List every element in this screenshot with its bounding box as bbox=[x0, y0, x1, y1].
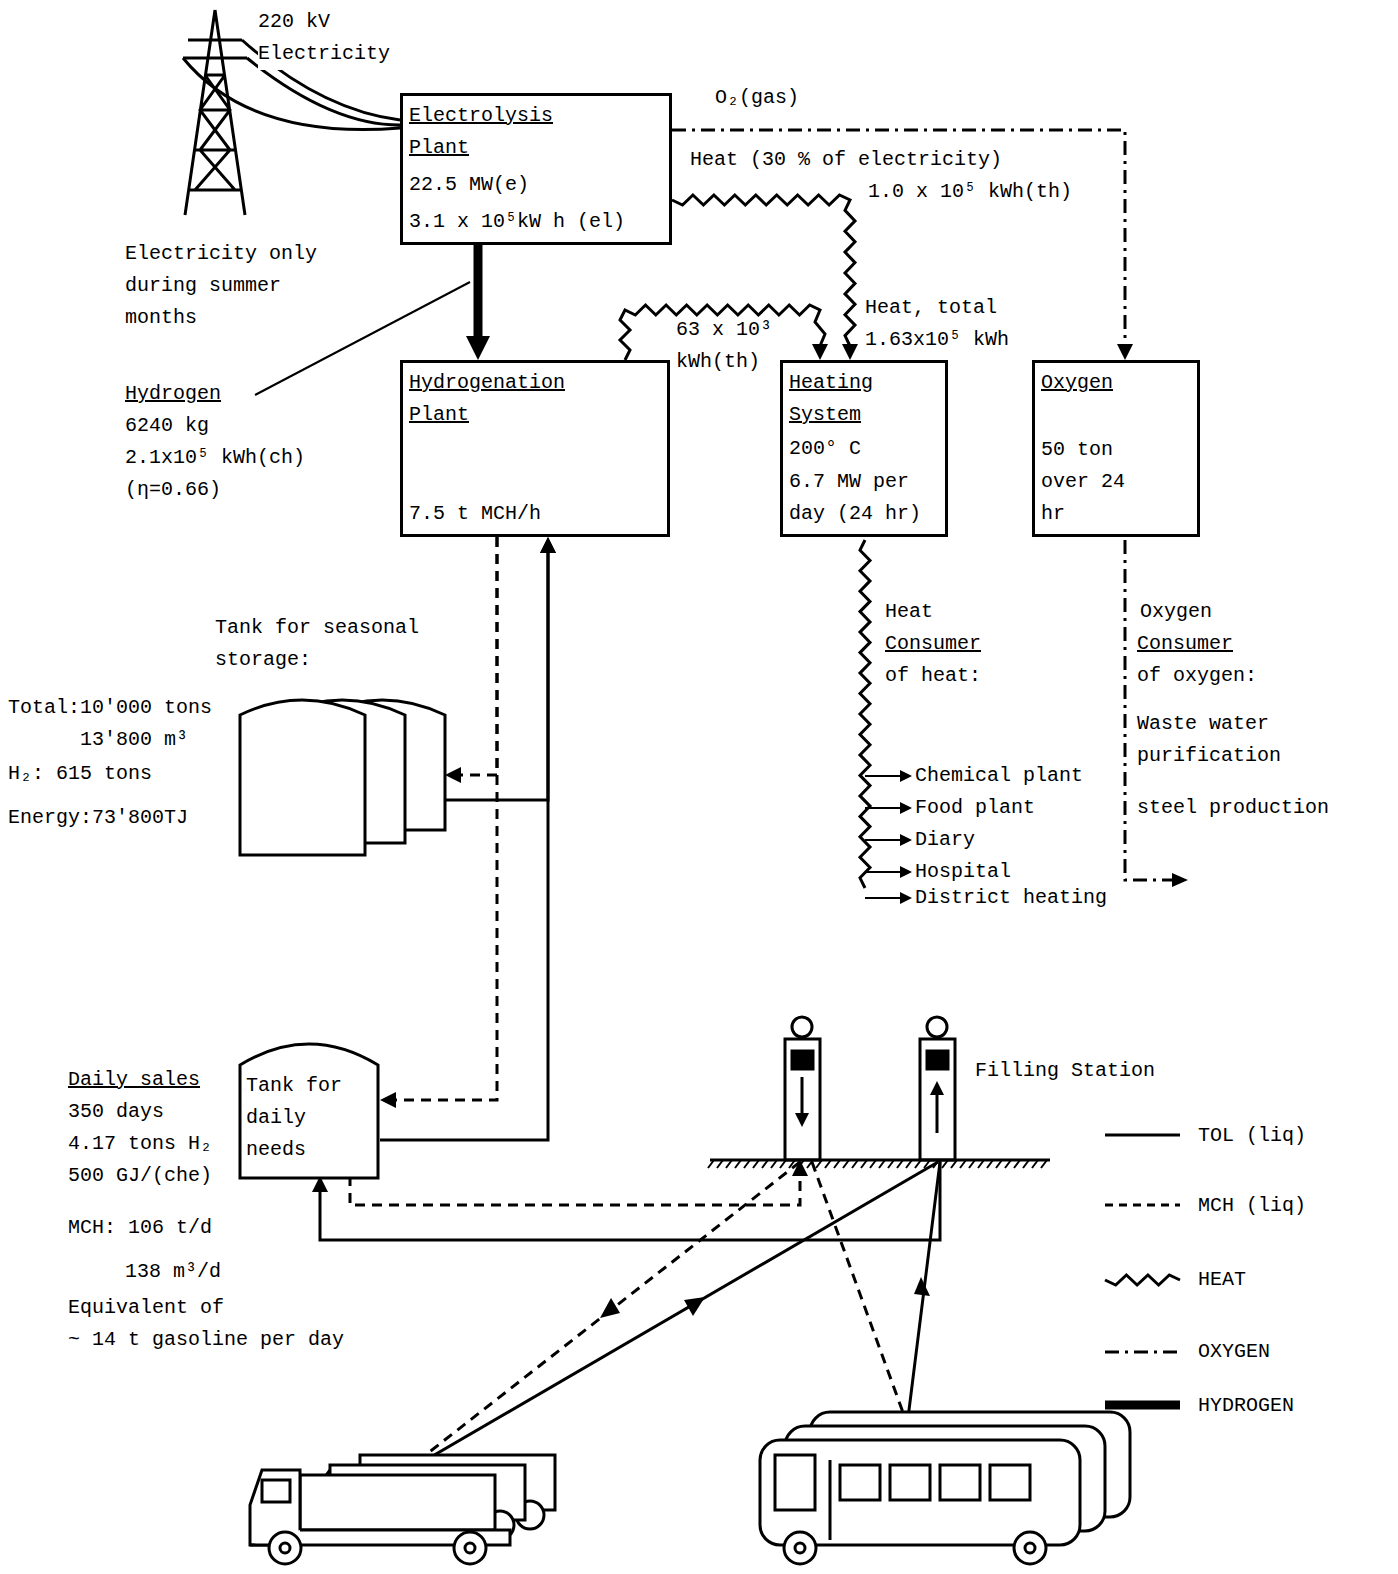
note-label: steel production bbox=[1137, 792, 1329, 824]
connector bbox=[350, 1160, 808, 1205]
node-outline bbox=[240, 690, 445, 855]
note-label: Energy:73'800TJ bbox=[8, 802, 188, 834]
trucks bbox=[250, 1455, 555, 1564]
legend-text: MCH (liq) bbox=[1198, 1190, 1306, 1222]
arrowhead bbox=[380, 1092, 396, 1108]
note-label: Chemical plant bbox=[915, 760, 1083, 792]
connector-line bbox=[320, 1160, 940, 1240]
buses bbox=[760, 1412, 1130, 1564]
node-heading: Oxygen bbox=[1041, 367, 1191, 399]
arrowhead bbox=[445, 767, 461, 783]
note-label: Diary bbox=[915, 824, 975, 856]
note-label: Heat, total 1.63x10⁵ kWh bbox=[865, 292, 1050, 356]
connector bbox=[312, 1160, 940, 1240]
note-label: Hydrogen bbox=[125, 378, 221, 410]
connector bbox=[445, 537, 556, 800]
node-heading: Heating System bbox=[789, 367, 939, 431]
connector-line bbox=[380, 551, 548, 1140]
note-label: of heat: bbox=[885, 660, 981, 692]
arrowhead bbox=[1172, 873, 1188, 887]
arrowhead bbox=[900, 892, 912, 904]
branch-line bbox=[865, 871, 900, 873]
connector-line bbox=[459, 537, 497, 775]
legend-text: HEAT bbox=[1198, 1264, 1246, 1296]
note-label: Equivalent of bbox=[68, 1292, 224, 1324]
note-label: 2.1x10⁵ kWh(ch) bbox=[125, 442, 305, 474]
heat-line bbox=[860, 540, 912, 904]
heat-line bbox=[860, 540, 870, 888]
note-label: of oxygen: bbox=[1137, 660, 1257, 692]
node-heading: Tank for seasonal storage: bbox=[215, 612, 475, 676]
edge-label: Heat (30 % of electricity) bbox=[690, 144, 1002, 176]
note-label: Food plant bbox=[915, 792, 1035, 824]
note-label: Waste water purification bbox=[1137, 708, 1337, 772]
note-label: 1.0 x 10⁵ kWh(th) bbox=[868, 176, 1072, 208]
legend-samples bbox=[1105, 1135, 1180, 1405]
note-label: 6240 kg bbox=[125, 410, 209, 442]
note-label: Total:10'000 tons bbox=[8, 692, 212, 724]
tank-shape: Tank for seasonal storage: bbox=[240, 690, 445, 855]
arrowhead bbox=[900, 866, 912, 878]
note-label: 4.17 tons H₂ bbox=[68, 1128, 212, 1160]
arrowhead bbox=[842, 344, 858, 360]
connector bbox=[445, 537, 497, 783]
process-box: Electrolysis Plant 22.5 MW(e) 3.1 x 10⁵kW … bbox=[400, 93, 672, 245]
arrowhead bbox=[900, 770, 912, 782]
branch-line bbox=[865, 839, 900, 841]
arrowhead bbox=[900, 834, 912, 846]
connector bbox=[466, 245, 490, 360]
node-heading: Filling Station bbox=[975, 1055, 1215, 1087]
note-label: O₂(gas) bbox=[715, 82, 799, 114]
arrowhead bbox=[466, 336, 490, 360]
node-heading: Tank for daily needs bbox=[246, 1070, 361, 1166]
node-heading: Hydrogenation Plant bbox=[409, 367, 619, 431]
process-box: Heating System200° C6.7 MW per day (24 h… bbox=[780, 360, 948, 537]
process-box: Hydrogenation Plant 7.5 t MCH/h bbox=[400, 360, 670, 537]
note-label: ~ 14 t gasoline per day bbox=[68, 1324, 344, 1356]
note-label: MCH: 106 t/d bbox=[68, 1212, 212, 1244]
note-label: H₂: 615 tons bbox=[8, 758, 152, 790]
node-text: 50 ton over 24 hr bbox=[1041, 434, 1131, 530]
node-text: 7.5 t MCH/h bbox=[409, 498, 661, 530]
edge-label: 63 x 10³ kWh(th) bbox=[676, 314, 776, 378]
legend-text: HYDROGEN bbox=[1198, 1390, 1294, 1422]
note-label: Oxygen bbox=[1140, 596, 1212, 628]
connector-line bbox=[350, 1174, 800, 1205]
note-label: 13'800 m³ bbox=[80, 724, 188, 756]
arrowhead bbox=[812, 344, 828, 360]
note-label: Consumer bbox=[885, 628, 981, 660]
branch-line bbox=[865, 775, 900, 777]
node-text: 3.1 x 10⁵kW h (el) bbox=[409, 206, 663, 238]
note-label: Consumer bbox=[1137, 628, 1233, 660]
note-label: Electricity only during summer months bbox=[125, 238, 330, 334]
branch-line bbox=[865, 807, 900, 809]
note-label: Daily sales bbox=[68, 1064, 200, 1096]
legend-text: OXYGEN bbox=[1198, 1336, 1270, 1368]
node-outline bbox=[780, 1015, 960, 1160]
note-label: District heating bbox=[915, 882, 1107, 914]
arrowhead bbox=[540, 537, 556, 553]
node-text: 6.7 MW per day (24 hr) bbox=[789, 466, 939, 530]
arrowhead bbox=[900, 802, 912, 814]
branch-line bbox=[865, 897, 900, 899]
node-text: 22.5 MW(e) bbox=[409, 169, 663, 201]
note-label: 138 m³/d bbox=[125, 1256, 221, 1288]
note-label: 350 days bbox=[68, 1096, 164, 1128]
note-label: Heat bbox=[885, 596, 933, 628]
connector-line bbox=[474, 245, 483, 338]
note-label: (η=0.66) bbox=[125, 474, 221, 506]
node-heading: Electrolysis Plant bbox=[409, 100, 559, 164]
tank-shape: Tank for daily needs bbox=[238, 1025, 380, 1180]
arrowheads bbox=[600, 1277, 930, 1318]
note-label: 500 GJ/(che) bbox=[68, 1160, 212, 1192]
node-text: 200° C bbox=[789, 433, 939, 465]
arrowhead bbox=[1117, 344, 1133, 360]
arrowhead bbox=[540, 537, 556, 553]
legend-text: TOL (liq) bbox=[1198, 1120, 1306, 1152]
note-label: 220 kV Electricity bbox=[258, 6, 448, 70]
process-box: Oxygen 50 ton over 24 hr bbox=[1032, 360, 1200, 537]
tank-shape: Filling Station bbox=[780, 1015, 960, 1160]
